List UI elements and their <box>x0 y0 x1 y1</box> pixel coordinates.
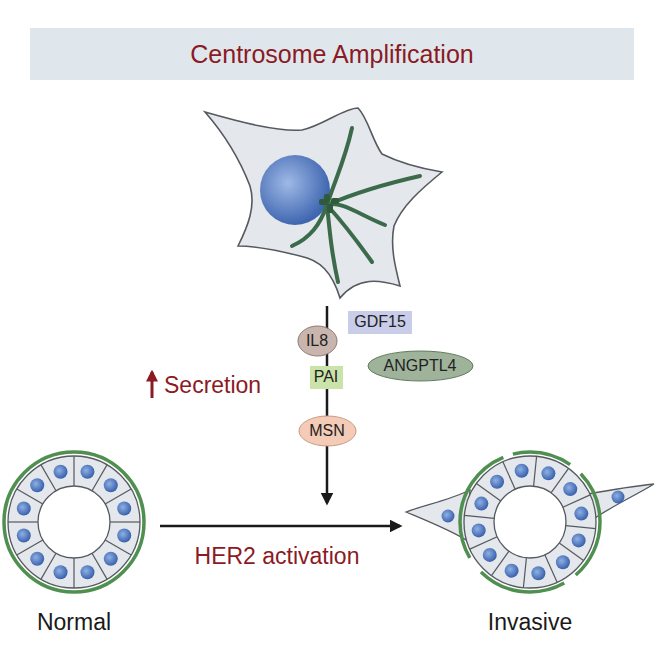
state-label: Invasive <box>488 609 572 635</box>
cell-border <box>110 521 140 522</box>
process-label: HER2 activation <box>195 543 360 569</box>
factor-name: IL8 <box>306 332 328 350</box>
cell-border <box>503 462 515 489</box>
progression-arrow <box>160 525 400 528</box>
cell-nucleus <box>17 528 31 542</box>
cell-nucleus <box>54 465 68 479</box>
factor-box: PAI <box>310 366 343 389</box>
cell-nucleus <box>515 464 529 478</box>
factor-ellipse: MSN <box>298 415 357 447</box>
cell-border <box>523 558 526 588</box>
factor-name: PAI <box>314 368 339 386</box>
invasive-acinus <box>406 452 654 592</box>
cell-border <box>41 465 56 491</box>
process-label: Secretion <box>164 372 261 398</box>
cell-nucleus <box>30 478 44 492</box>
factor-box: GDF15 <box>348 311 412 334</box>
cell-border <box>92 553 107 579</box>
cell-border <box>566 526 596 529</box>
cell-border <box>17 540 43 555</box>
factor-name: MSN <box>309 422 345 440</box>
cell-nucleus <box>104 552 118 566</box>
factor-ellipse: IL8 <box>297 325 338 357</box>
cell-border <box>73 456 74 486</box>
lumen <box>38 486 110 558</box>
cell-nucleus <box>483 548 497 562</box>
cell-nucleus <box>117 528 131 542</box>
title-band <box>30 28 634 80</box>
normal-acinus <box>4 452 144 592</box>
cell-nucleus <box>54 565 68 579</box>
cell-border <box>464 515 494 518</box>
cell-border <box>563 495 590 507</box>
epithelial-layer <box>464 456 596 588</box>
cell-nucleus <box>472 523 486 537</box>
ellipse-shape <box>299 416 356 446</box>
cell-nucleus <box>80 465 94 479</box>
lumen <box>494 486 566 558</box>
ellipse-shape <box>368 351 473 381</box>
cell-border <box>534 456 537 486</box>
cell-nucleus <box>80 565 94 579</box>
cell-nucleus <box>442 510 455 523</box>
centrosomes <box>319 194 339 213</box>
microtubules <box>292 128 420 282</box>
cell-body <box>205 108 442 298</box>
cell-nucleus <box>572 533 586 547</box>
cell-border <box>545 555 557 582</box>
increase-arrow <box>151 372 154 398</box>
basement-membrane <box>4 452 144 592</box>
basement-membrane <box>460 452 600 592</box>
cell-nucleus <box>30 552 44 566</box>
factor-name: ANGPTL4 <box>384 357 457 375</box>
factor-ellipse: ANGPTL4 <box>367 350 474 382</box>
cell-nucleus <box>490 475 504 489</box>
cell-nucleus <box>17 502 31 516</box>
cell-nucleus <box>531 566 545 580</box>
cell-nucleus <box>563 482 577 496</box>
cell-nucleus <box>104 478 118 492</box>
cell-nucleus <box>505 564 519 578</box>
cell-border <box>73 558 74 588</box>
cell-nucleus <box>556 555 570 569</box>
cell-nucleus <box>541 466 555 480</box>
nucleus <box>260 155 330 225</box>
state-label: Normal <box>37 609 111 635</box>
cell-border <box>105 489 131 504</box>
ellipse-shape <box>298 326 337 356</box>
factor-name: GDF15 <box>354 313 406 331</box>
cell-border <box>470 537 497 549</box>
epithelial-layer <box>8 456 140 588</box>
cell-nucleus <box>574 507 588 521</box>
cell-nucleus <box>612 491 625 504</box>
cell-border <box>8 521 38 522</box>
cell-nucleus <box>474 497 488 511</box>
cell-nucleus <box>117 502 131 516</box>
title-text: Centrosome Amplification <box>190 40 473 69</box>
